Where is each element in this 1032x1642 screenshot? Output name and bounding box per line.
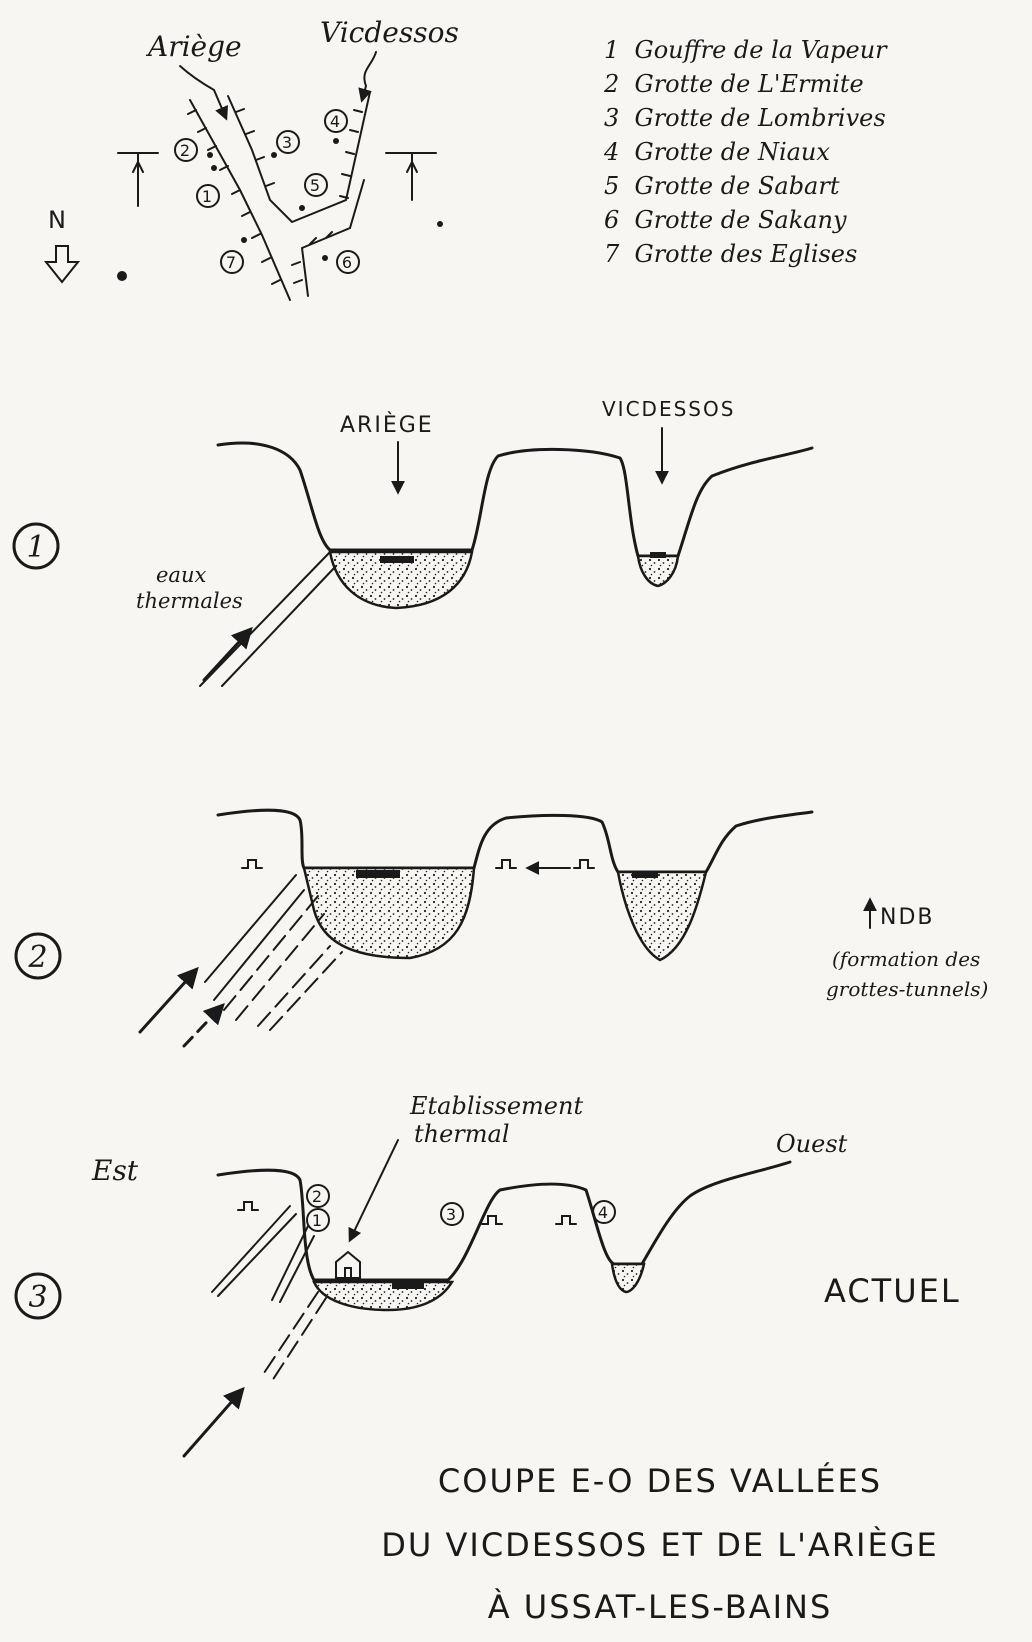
- stage-2-conduit-1: [205, 875, 304, 1000]
- stage-3-label-actuel: ACTUEL: [824, 1272, 961, 1310]
- site-marker-4: 4: [325, 110, 347, 132]
- svg-text:2: 2: [312, 1187, 324, 1206]
- valley-wall-east: [302, 180, 364, 296]
- legend-item-6: 6 Grotte de Sakany: [604, 206, 847, 234]
- stage-3-marker-2: 2: [307, 1185, 329, 1207]
- legend: 1 Gouffre de la Vapeur 2 Grotte de L'Erm…: [603, 36, 888, 268]
- map-label-vicdessos: Vicdessos: [320, 16, 459, 49]
- site-marker-3: 3: [277, 131, 299, 153]
- stage-2-label-ndb: NDB: [880, 905, 935, 930]
- stage-2-ariege-sediment: [304, 868, 474, 958]
- stage-2-thermal-arrow: [140, 970, 196, 1032]
- legend-item-1: 1 Gouffre de la Vapeur: [604, 36, 888, 64]
- stage-1-ariege-river: [380, 556, 414, 563]
- stage-2-profile: [218, 810, 812, 872]
- site-marker-7: 7: [221, 251, 243, 273]
- map-label-ariege: Ariège: [145, 30, 242, 63]
- svg-text:3: 3: [446, 1205, 458, 1224]
- stage-3-conduit-east: [212, 1206, 296, 1296]
- stage-1-label-ariege: ARIÈGE: [340, 412, 434, 438]
- stage-3-label-etablissement: Etablissement: [409, 1092, 583, 1120]
- stage-1-number: 1: [26, 530, 45, 565]
- stage-3-ariege-sediment: [314, 1282, 452, 1310]
- stage-3-marker-1: 1: [307, 1209, 329, 1231]
- stage-1-label-vicdessos: VICDESSOS: [602, 397, 735, 421]
- stage-2-vicdessos-river: [632, 872, 658, 878]
- stage-1-thermal-arrow: [204, 630, 250, 680]
- legend-item-3: 3 Grotte de Lombrives: [604, 104, 886, 132]
- stage-2-ariege-river: [356, 870, 400, 878]
- svg-text:2: 2: [180, 141, 192, 160]
- section-stage-3: 3 2 1 3 4 Etablissement thermal Est Oues…: [16, 1092, 961, 1456]
- svg-text:7: 7: [226, 253, 238, 272]
- stage-2-dashed-arrow: [184, 1006, 222, 1046]
- legend-item-5: 5 Grotte de Sabart: [604, 172, 840, 200]
- stage-3-label-est: Est: [91, 1154, 139, 1187]
- section-marker-west: [118, 153, 158, 206]
- site-marker-5: 5: [305, 174, 327, 196]
- north-label: N: [48, 206, 68, 234]
- stage-3-ariege-river: [392, 1282, 424, 1289]
- title-line-3: À USSAT-LES-BAINS: [488, 1588, 833, 1626]
- stage-1-thermal-conduit: [200, 552, 336, 686]
- etablissement-pointer-arrow: [350, 1140, 398, 1240]
- stage-1-vicdessos-river: [650, 552, 666, 558]
- stage-3-number: 3: [28, 1280, 47, 1315]
- svg-text:4: 4: [330, 112, 342, 131]
- legend-item-4: 4 Grotte de Niaux: [603, 138, 830, 166]
- title-line-1: COUPE E-O DES VALLÉES: [438, 1462, 882, 1500]
- valley-wall-inner: [228, 92, 370, 222]
- site-marker-2: 2: [175, 139, 197, 161]
- stage-3-vicdessos-sediment: [612, 1264, 644, 1292]
- legend-item-2: 2 Grotte de L'Ermite: [603, 70, 864, 98]
- stage-3-conduit-dashed: [262, 1292, 326, 1384]
- stage-2-number: 2: [27, 940, 47, 975]
- stage-2-conduit-3: [258, 946, 342, 1030]
- svg-text:3: 3: [282, 133, 294, 152]
- diagram-title: COUPE E-O DES VALLÉES DU VICDESSOS ET DE…: [381, 1462, 938, 1626]
- ariege-flow-arrow: [180, 66, 226, 118]
- section-stage-2: 2 NDB (formation des grottes-tunnels): [16, 810, 988, 1046]
- section-stage-1: 1 ARIÈGE VICDESSOS eaux thermales: [14, 397, 812, 686]
- stage-2-note-1: (formation des: [832, 947, 980, 971]
- site-marker-6: 6: [337, 251, 359, 273]
- title-line-2: DU VICDESSOS ET DE L'ARIÈGE: [381, 1526, 938, 1564]
- legend-item-7: 7 Grotte des Eglises: [604, 240, 857, 268]
- stage-2-conduit-2: [224, 896, 324, 1020]
- section-marker-east: [386, 153, 436, 200]
- stage-1-profile: [218, 443, 812, 556]
- svg-text:1: 1: [312, 1211, 324, 1230]
- stage-3-thermal-arrow: [184, 1390, 242, 1456]
- stage-2-vicdessos-sediment: [618, 872, 706, 960]
- stage-3-profile: [218, 1162, 790, 1280]
- town-dot: [117, 271, 127, 281]
- north-arrow-icon: [46, 246, 78, 282]
- location-map: Ariège Vicdessos N 1 2 3 4 5 6 7: [46, 16, 459, 300]
- site-marker-1: 1: [197, 185, 219, 207]
- stage-3-label-thermal: thermal: [414, 1120, 510, 1148]
- stage-1-label-thermales: thermales: [136, 589, 243, 613]
- stage-3-marker-4: 4: [593, 1201, 615, 1223]
- thermal-building-icon: [336, 1252, 360, 1278]
- svg-text:4: 4: [598, 1203, 610, 1222]
- stage-2-note-2: grottes-tunnels): [826, 977, 988, 1001]
- valley-hatching: [188, 109, 362, 284]
- stage-1-label-eaux: eaux: [156, 563, 206, 587]
- stage-3-label-ouest: Ouest: [776, 1130, 848, 1158]
- svg-text:1: 1: [202, 187, 214, 206]
- stage-3-marker-3: 3: [441, 1203, 463, 1225]
- stage-1-vicdessos-sediment: [638, 556, 678, 586]
- svg-text:6: 6: [342, 253, 354, 272]
- svg-text:5: 5: [310, 176, 322, 195]
